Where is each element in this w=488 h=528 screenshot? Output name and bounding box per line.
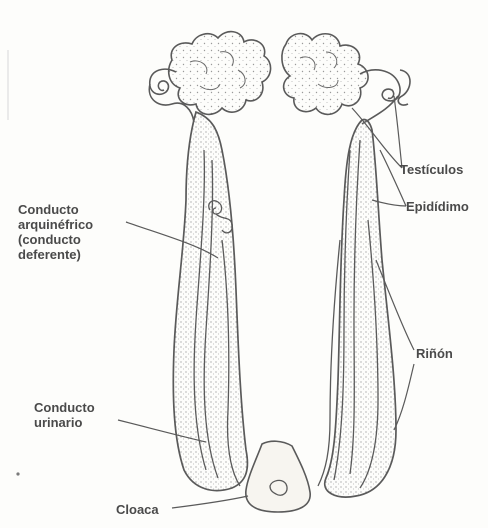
label-conducto-arquinefrico: Conducto arquinéfrico (conducto deferent… xyxy=(18,202,93,262)
left-kidney xyxy=(173,112,247,491)
leader-testiculos-2 xyxy=(394,96,402,168)
label-cloaca: Cloaca xyxy=(116,502,159,517)
cloaca-shape xyxy=(246,441,310,512)
left-testis xyxy=(169,32,271,115)
label-epididimo: Epidídimo xyxy=(406,199,488,214)
leader-rinon-2 xyxy=(394,364,414,430)
right-kidney xyxy=(318,119,396,497)
label-testiculos: Testículos xyxy=(400,162,463,177)
stray-mark xyxy=(16,472,19,475)
label-conducto-urinario: Conducto urinario xyxy=(34,400,95,430)
leader-cloaca xyxy=(172,496,248,508)
right-testis xyxy=(282,34,368,115)
label-rinon: Riñón xyxy=(416,346,453,361)
